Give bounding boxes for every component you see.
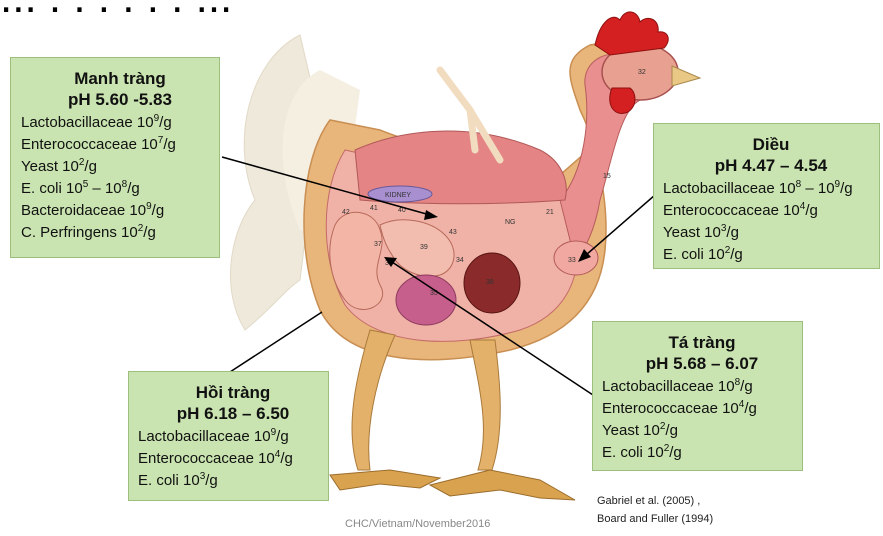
anatomy-label: 32 (638, 69, 646, 76)
anatomy-label: 15 (603, 173, 611, 180)
bacteria-row: Yeast 103/g (663, 222, 879, 244)
ta-trang-box: Tá tràng pH 5.68 – 6.07 Lactobacillaceae… (592, 321, 803, 471)
credit-text: CHC/Vietnam/November2016 (345, 518, 490, 530)
left-leg (352, 330, 395, 470)
bacteria-row: E. coli 103/g (138, 470, 328, 492)
bacteria-row: E. coli 102/g (663, 244, 879, 266)
bacteria-row: Lactobacillaceae 109/g (21, 112, 219, 134)
reference-text: Board and Fuller (1994) (597, 513, 713, 525)
bacteria-row: Bacteroidaceae 109/g (21, 200, 219, 222)
box-title: Diều (663, 134, 879, 155)
heading-fragment: ... . . . . . . ... (0, 0, 883, 18)
comb (595, 12, 668, 55)
anatomy-label: NG (505, 219, 516, 226)
bacteria-row: Yeast 102/g (602, 420, 802, 442)
bacteria-row: Enterococcaceae 104/g (138, 448, 328, 470)
right-foot (430, 470, 575, 500)
anatomy-label: 42 (342, 209, 350, 216)
bacteria-row: Enterococcaceae 104/g (663, 200, 879, 222)
crop-organ (554, 241, 598, 275)
anatomy-label: 37 (374, 241, 382, 248)
beak (672, 66, 700, 86)
bacteria-row: Lactobacillaceae 108 – 109/g (663, 178, 879, 200)
bacteria-row: Lactobacillaceae 109/g (138, 426, 328, 448)
box-ph: pH 5.68 – 6.07 (602, 353, 802, 374)
anatomy-label: 39 (420, 244, 428, 251)
anatomy-label: 43 (449, 229, 457, 236)
anatomy-label: 41 (370, 205, 378, 212)
box-title: Hồi tràng (138, 382, 328, 403)
anatomy-label: KIDNEY (385, 192, 411, 199)
box-ph: pH 4.47 – 4.54 (663, 155, 879, 176)
box-title: Manh tràng (21, 68, 219, 89)
anatomy-label: 33 (568, 257, 576, 264)
bacteria-row: Enterococcaceae 104/g (602, 398, 802, 420)
bacteria-row: E. coli 105 – 108/g (21, 178, 219, 200)
box-ph: pH 5.60 -5.83 (21, 89, 219, 110)
right-leg (470, 340, 500, 470)
anatomy-label: 21 (546, 209, 554, 216)
manh-trang-box: Manh tràng pH 5.60 -5.83 Lactobacillacea… (10, 57, 220, 258)
box-ph: pH 6.18 – 6.50 (138, 403, 328, 424)
anatomy-label: 34 (456, 257, 464, 264)
anatomy-label: 38 (486, 279, 494, 286)
bacteria-row: Lactobacillaceae 108/g (602, 376, 802, 398)
bacteria-row: Enterococcaceae 107/g (21, 134, 219, 156)
bacteria-row: C. Perfringens 102/g (21, 222, 219, 244)
gizzard (396, 275, 456, 325)
reference-text: Gabriel et al. (2005) , (597, 495, 700, 507)
box-title: Tá tràng (602, 332, 802, 353)
bacteria-row: E. coli 102/g (602, 442, 802, 464)
dieu-box: Diều pH 4.47 – 4.54 Lactobacillaceae 108… (653, 123, 880, 269)
bacteria-row: Yeast 102/g (21, 156, 219, 178)
hoi-trang-box: Hồi tràng pH 6.18 – 6.50 Lactobacillacea… (128, 371, 329, 501)
left-foot (330, 470, 440, 490)
wattle (610, 88, 635, 113)
